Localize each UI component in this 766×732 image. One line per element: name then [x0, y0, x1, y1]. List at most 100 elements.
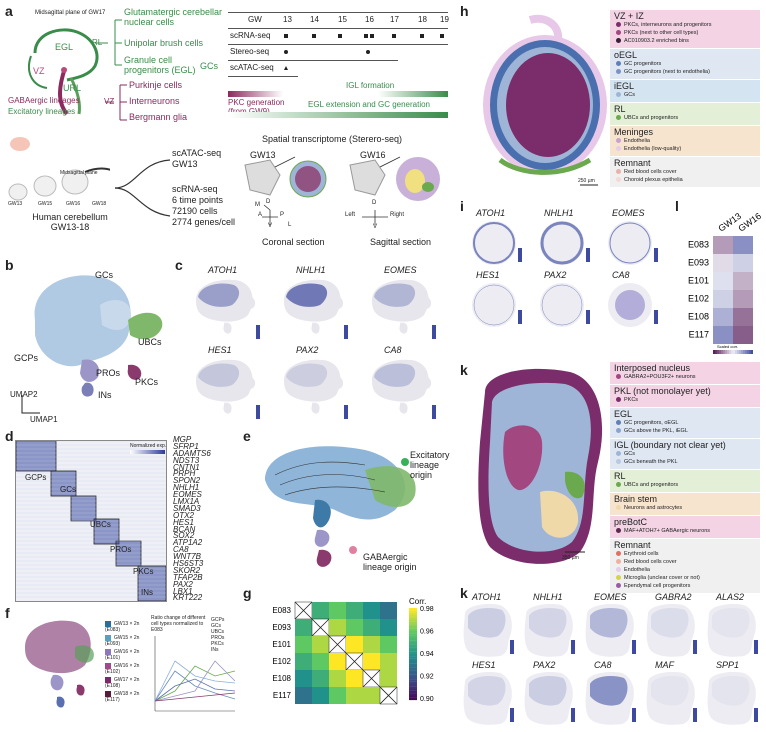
gabaergic-origin-label: GABAergic lineage origin [363, 552, 417, 572]
g-colorbar-step [409, 649, 417, 652]
g-colorbar-step [409, 633, 417, 636]
l-legend-step [743, 350, 745, 354]
g-colorbar-step [409, 628, 417, 632]
f-series-ubcs: UBCs [211, 629, 225, 635]
j-legend-dot [616, 505, 621, 511]
j-legend-label: Microglia (unclear cover or not) [624, 575, 700, 581]
l-cell [713, 236, 733, 254]
umap-label-ins: INs [98, 390, 112, 400]
g-cell [346, 619, 363, 636]
j-legend-item: Endothelia [616, 567, 650, 573]
g-cell [312, 602, 329, 619]
g-cell [363, 653, 380, 670]
scrna-mark [312, 34, 316, 38]
j-legend-dot [616, 551, 621, 557]
j-legend-item: Red blood cells cover [616, 559, 677, 565]
rl-target-2: Unipolar brush cells [124, 38, 204, 48]
gw13-spatial-section [483, 14, 607, 186]
small-gw15: GW15 [38, 201, 53, 207]
d-block [16, 441, 56, 471]
h-group-bg [610, 126, 760, 156]
g-cell [380, 636, 397, 653]
g-colorbar-step [409, 681, 417, 684]
umap2-label: UMAP2 [10, 390, 38, 399]
h-legend-label: GC progenitors (next to endothelia) [624, 69, 710, 75]
g-colorbar-step [409, 608, 417, 611]
d-cluster-pros: PROs [110, 545, 132, 554]
j-group-head: preBotC [614, 517, 648, 527]
vz-label: VZ [33, 66, 45, 76]
rl-target-3: Granule cell progenitors (EGL) [124, 55, 196, 75]
h-group-head: RL [614, 104, 626, 114]
scrna-title: scRNA-seq [172, 184, 218, 194]
l-cell [733, 326, 753, 344]
l-legend-step [729, 350, 731, 354]
j-legend-dot [616, 420, 621, 426]
l-row-label: E101 [688, 276, 709, 286]
k-spatialplot-nhlh1 [524, 604, 575, 657]
k-spatialplot-pax2 [524, 672, 575, 725]
c-gene-atoh1: ATOH1 [208, 265, 238, 275]
sagittal-label: Sagittal section [370, 237, 432, 247]
j-legend-dot [616, 459, 621, 465]
small-midsagittal: Midsagittal plane [60, 170, 98, 176]
f-umap [25, 620, 94, 708]
l-legend-step [751, 350, 753, 354]
g-cell [363, 602, 380, 619]
scrna-line-2: 72190 cells [172, 206, 218, 216]
g-colorbar-step [409, 647, 417, 650]
g-cell [329, 602, 346, 619]
d-gene-sfrp1: SFRP1 [173, 441, 199, 451]
k-colorbar [510, 640, 514, 654]
gw-header: GW [248, 15, 262, 24]
axis-v-1: V [268, 223, 273, 229]
l-row-label: E102 [688, 294, 709, 304]
g-cell [380, 670, 397, 687]
j-legend-item: Ependymal cell progenitors [616, 583, 690, 589]
umap-label-gcps: GCPs [14, 353, 39, 363]
i-gene-nhlh1: NHLH1 [544, 208, 574, 218]
f-series-line [154, 678, 236, 702]
f-ratio-chart [154, 636, 236, 712]
g-colorbar-step [409, 624, 417, 627]
d-gene-tfap2b: TFAP2B [173, 572, 203, 582]
j-group-head: PKL (not monolayer yet) [614, 386, 711, 396]
g-cell [295, 687, 312, 704]
c-gene-nhlh1: NHLH1 [296, 265, 326, 275]
i-colorbar [654, 248, 658, 262]
g-cell [363, 687, 380, 704]
f-legend-swatch [105, 677, 111, 683]
scrna-line-3: 2774 genes/cell [172, 217, 236, 227]
d-gene-prph: PRPH [173, 469, 196, 479]
vz-target-2: Interneurons [129, 96, 180, 106]
axis-l-1: L [288, 222, 292, 228]
h-legend-dot [616, 138, 621, 144]
j-legend-label: MAF+ATOH7+ GABAergic neurons [624, 528, 710, 534]
h-group-bg [610, 103, 760, 125]
j-legend-dot [616, 559, 621, 565]
g-row-label: E108 [272, 674, 291, 683]
d-legend-bar [130, 450, 165, 454]
panel-e: Excitatory lineage origin GABAergic line… [255, 440, 455, 585]
f-legend: GW13 × 2n (E083)GW15 × 2n (E093)GW16 × 2… [105, 621, 155, 705]
axis-d-2: D [372, 200, 377, 206]
l-cell [713, 272, 733, 290]
f-legend-label: GW17 × 2n (E108) [105, 677, 140, 689]
l-cell [713, 290, 733, 308]
l-cell [733, 290, 753, 308]
d-cluster-ubcs: UBCs [90, 520, 111, 529]
g-colorbar-step [409, 683, 417, 687]
j-legend-item: GCs above the PKL, iEGL [616, 428, 688, 434]
i-spatialplot-ca8 [608, 283, 658, 327]
j-group-bg [610, 439, 760, 469]
marker-heatmap-svg [15, 440, 167, 602]
scatac-sub: GW13 [172, 159, 198, 169]
l-cell [713, 308, 733, 326]
l-legend-step [737, 350, 739, 354]
l-legend-step [747, 350, 749, 354]
g-cell [363, 636, 380, 653]
j-legend-label: Neurons and astrocytes [624, 505, 683, 511]
